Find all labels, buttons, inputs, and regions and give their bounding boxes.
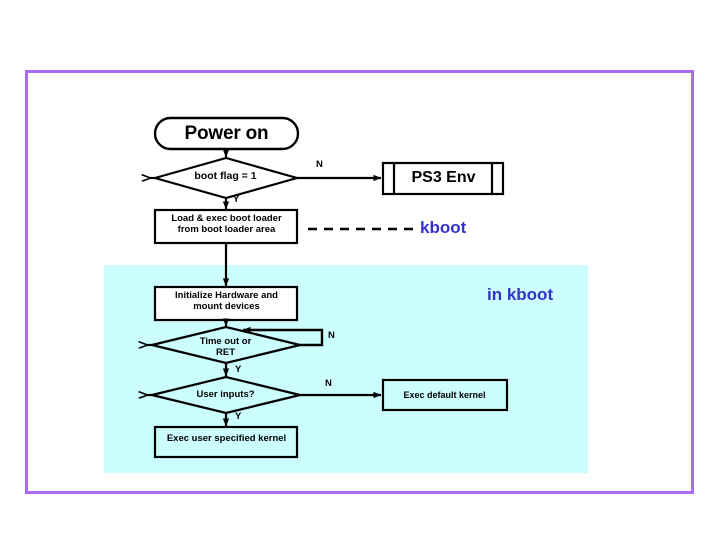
node-load-exec-boot-loader [153,208,299,245]
node-time-out-or-ret [151,325,301,365]
node-initialize-hardware [153,285,299,322]
node-exec-user-specified-kernel [153,425,299,459]
node-user-inputs [151,375,301,415]
node-boot-flag-decision [150,156,302,200]
node-ps3-env [381,161,505,196]
node-exec-default-kernel [381,378,509,412]
slide-border-frame [25,70,694,494]
edge-time-out-no-loopback [242,326,324,347]
node-power-on [153,116,300,151]
